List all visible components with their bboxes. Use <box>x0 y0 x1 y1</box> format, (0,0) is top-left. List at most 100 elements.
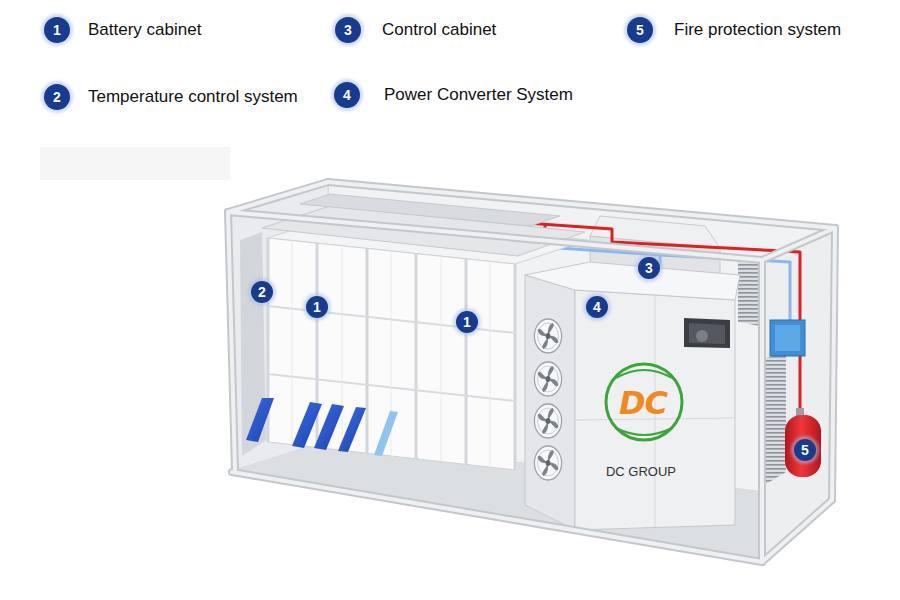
callout-number: 1 <box>53 23 61 37</box>
control-box <box>770 320 805 356</box>
container-frame <box>762 228 835 260</box>
number-circle: 1 <box>44 17 70 43</box>
part-name: Power Converter System <box>384 85 573 105</box>
blue-stripes <box>374 411 398 456</box>
container-frame <box>762 500 832 562</box>
key-entry: 2 Temperature control system <box>44 84 298 110</box>
callout-badge: 1 <box>456 311 478 333</box>
logo-globe <box>606 364 682 440</box>
number-circle: 4 <box>334 82 360 108</box>
fire-cylinder <box>785 415 821 477</box>
callout-number: 5 <box>801 443 809 457</box>
number-circle: 3 <box>335 17 361 43</box>
battery-racks <box>268 238 515 470</box>
display-window <box>684 318 730 348</box>
callout-number: 2 <box>258 285 266 299</box>
number-circle: 1 <box>306 296 328 318</box>
battery-racks <box>366 248 369 453</box>
container-frame <box>762 228 835 260</box>
container-frame <box>328 182 835 228</box>
battery-racks <box>465 259 468 464</box>
container-frame <box>228 212 762 260</box>
container-frame <box>760 260 764 560</box>
part-name: Control cabinet <box>382 20 496 40</box>
control-box <box>770 320 805 356</box>
battery-racks <box>514 264 517 470</box>
callout-number: 3 <box>344 23 352 37</box>
container-frame <box>832 228 835 500</box>
number-circle: 2 <box>251 281 273 303</box>
battery-racks <box>292 240 293 445</box>
container-frame <box>832 228 835 500</box>
callout-number: 3 <box>645 261 653 275</box>
callout-number: 5 <box>636 23 644 37</box>
part-name: Battery cabinet <box>88 20 201 40</box>
number-circle: 2 <box>44 84 70 110</box>
key-entry: 1 Battery cabinet <box>44 17 201 43</box>
blue-stripes <box>246 398 398 456</box>
display-window <box>696 330 708 342</box>
number-circle: 3 <box>638 257 660 279</box>
control-box <box>775 325 800 351</box>
power-converter-unit <box>525 275 575 530</box>
fire-cylinder <box>785 408 821 477</box>
battery-racks <box>342 246 343 450</box>
callout-badge: 4 <box>586 296 608 318</box>
vent-grilles <box>766 352 786 484</box>
container-frame <box>758 260 766 560</box>
container-frame <box>762 500 832 562</box>
part-name: Temperature control system <box>88 87 298 107</box>
battery-racks <box>268 238 515 470</box>
callout-badge: 3 <box>638 257 660 279</box>
key-entry: 5 Fire protection system <box>627 17 841 43</box>
cooling-fans <box>534 446 561 480</box>
cooling-fans <box>534 362 561 396</box>
logo-text: DC GROUP <box>606 465 676 478</box>
callout-number: 2 <box>53 90 61 104</box>
number-circle: 1 <box>456 311 478 333</box>
key-entry: 3 Control cabinet <box>335 17 496 43</box>
cooling-fans <box>534 404 561 438</box>
callout-badge: 2 <box>251 281 273 303</box>
battery-racks <box>415 254 418 459</box>
blue-stripes <box>246 398 274 442</box>
faint-panel <box>40 147 230 180</box>
power-converter-unit <box>525 262 740 300</box>
power-converter-unit <box>525 262 740 530</box>
container-frame <box>228 212 235 470</box>
callout-badge: 5 <box>794 439 816 461</box>
blue-stripes <box>338 407 366 452</box>
container-frame <box>328 182 835 228</box>
part-name: Fire protection system <box>674 20 841 40</box>
container-frame <box>228 182 328 212</box>
logo-globe <box>606 364 682 440</box>
number-circle: 5 <box>794 439 816 461</box>
logo-globe <box>616 370 672 378</box>
container-frame <box>228 212 762 260</box>
number-circle: 5 <box>627 17 653 43</box>
blue-stripes <box>314 404 344 450</box>
container-frame <box>228 182 328 212</box>
container-frame <box>228 182 835 562</box>
display-window <box>684 318 730 348</box>
logo-text: DC <box>619 387 667 419</box>
cooling-fans <box>534 319 561 480</box>
callout-badge: 1 <box>306 296 328 318</box>
faint-panel <box>40 147 230 180</box>
vent-grilles <box>738 262 760 326</box>
container-frame <box>232 472 762 562</box>
battery-racks <box>490 261 491 467</box>
logo-globe <box>616 428 672 435</box>
callout-number: 4 <box>593 300 601 314</box>
power-converter-unit <box>575 290 735 530</box>
key-entry: 4 Power Converter System <box>334 82 573 108</box>
battery-racks <box>268 238 515 470</box>
callout-number: 1 <box>313 300 321 314</box>
callout-number: 4 <box>343 88 351 102</box>
battery-racks <box>292 240 490 467</box>
battery-racks <box>441 256 442 461</box>
display-window <box>689 323 725 344</box>
number-circle: 4 <box>586 296 608 318</box>
cooling-fans <box>534 319 561 353</box>
